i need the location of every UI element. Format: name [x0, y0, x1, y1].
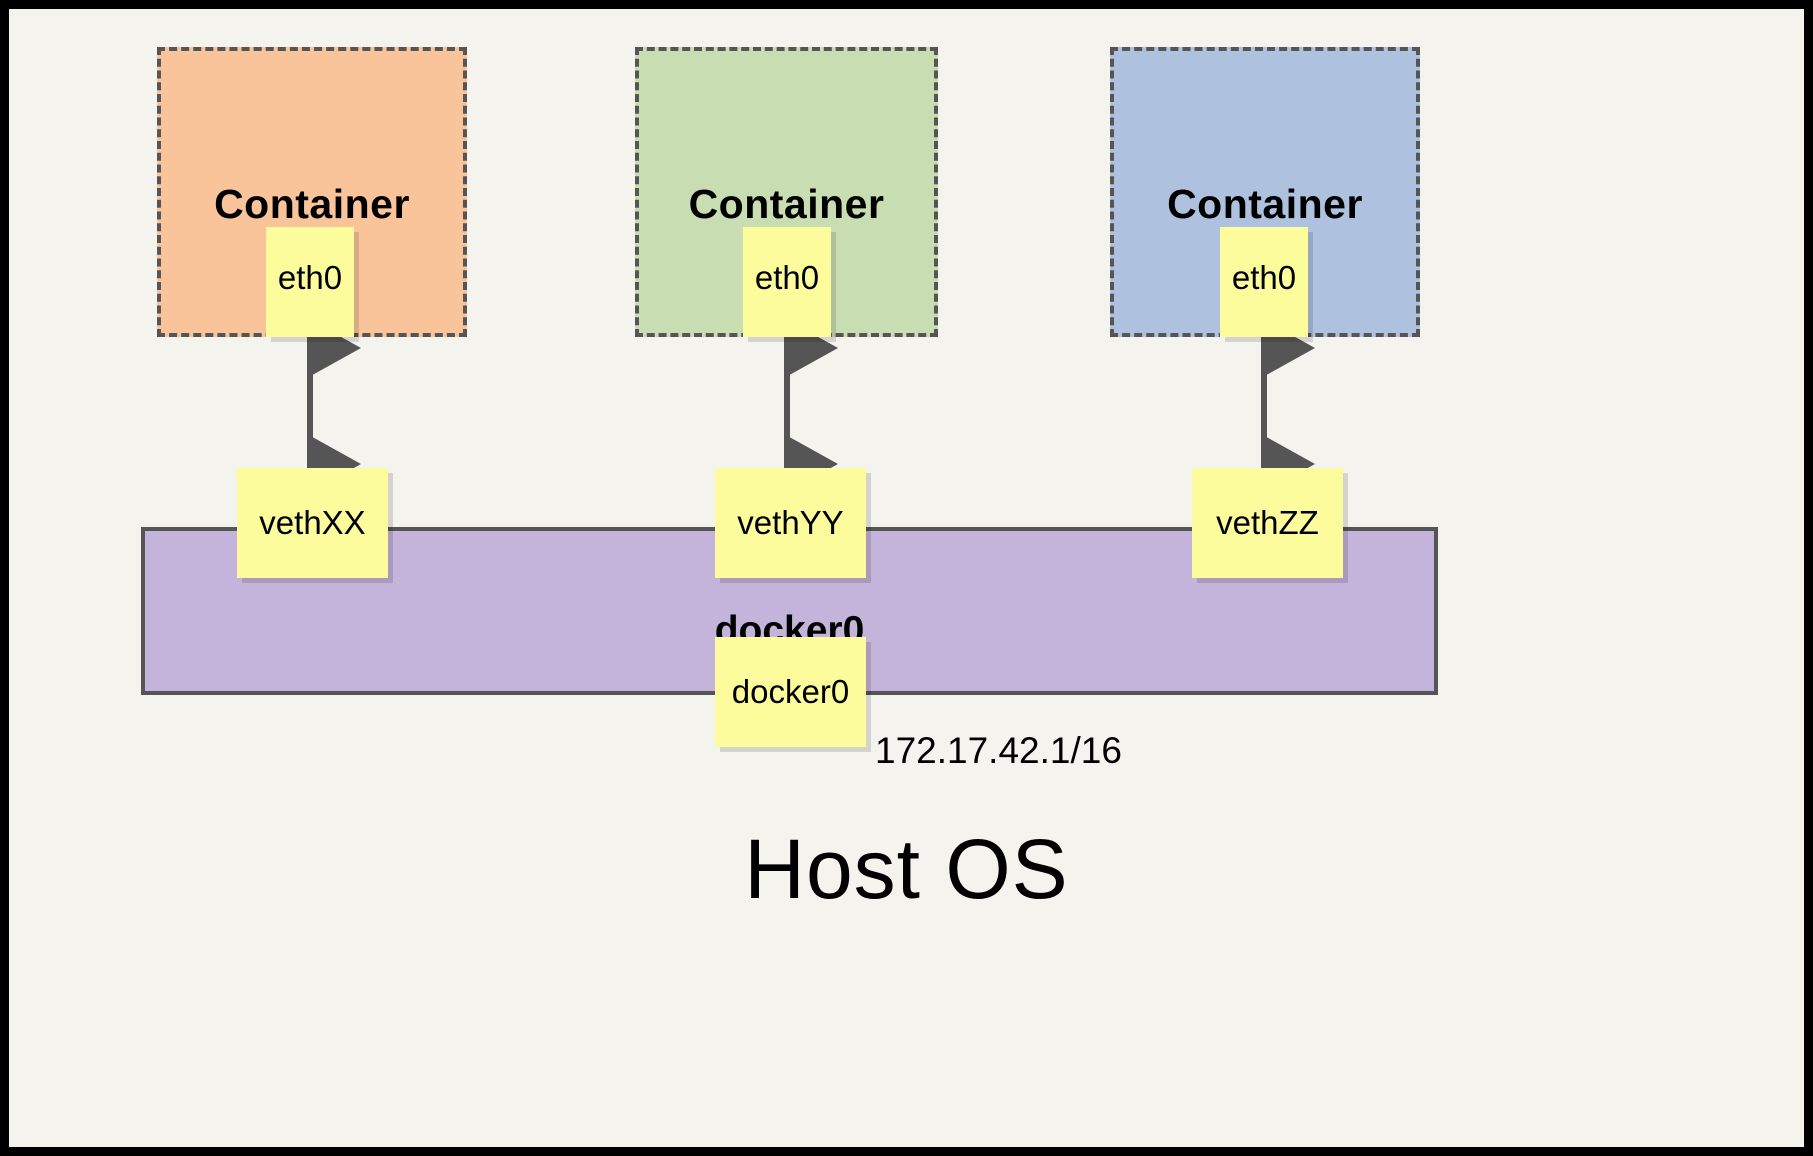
- docker0-ip-address: 172.17.42.1/16: [875, 730, 1122, 771]
- eth0-label-3: eth0: [1231, 259, 1297, 296]
- host-os-title: Host OS: [744, 822, 1069, 916]
- container-title-2: Container: [688, 181, 885, 227]
- link-arrow-2: [784, 318, 838, 494]
- veth-box-2: vethYY: [715, 468, 866, 578]
- docker0-interface-label: docker0: [731, 673, 850, 710]
- docker0-interface-box: docker0: [715, 637, 866, 747]
- link-arrow-3: [1261, 318, 1315, 494]
- eth0-label-2: eth0: [754, 259, 820, 296]
- container-title-1: Container: [214, 181, 410, 227]
- host-os-area: Container eth0 Container eth0 Container …: [9, 9, 1804, 1147]
- veth-label-2: vethYY: [737, 504, 844, 541]
- container-title-3: Container: [1167, 181, 1363, 227]
- veth-label-3: vethZZ: [1216, 504, 1319, 541]
- eth0-box-2: eth0: [743, 227, 831, 337]
- veth-label-1: vethXX: [259, 504, 366, 541]
- eth0-label-1: eth0: [277, 259, 343, 296]
- eth0-box-1: eth0: [266, 227, 354, 337]
- veth-box-3: vethZZ: [1192, 468, 1343, 578]
- veth-box-1: vethXX: [237, 468, 388, 578]
- link-arrow-1: [307, 318, 361, 494]
- eth0-box-3: eth0: [1220, 227, 1308, 337]
